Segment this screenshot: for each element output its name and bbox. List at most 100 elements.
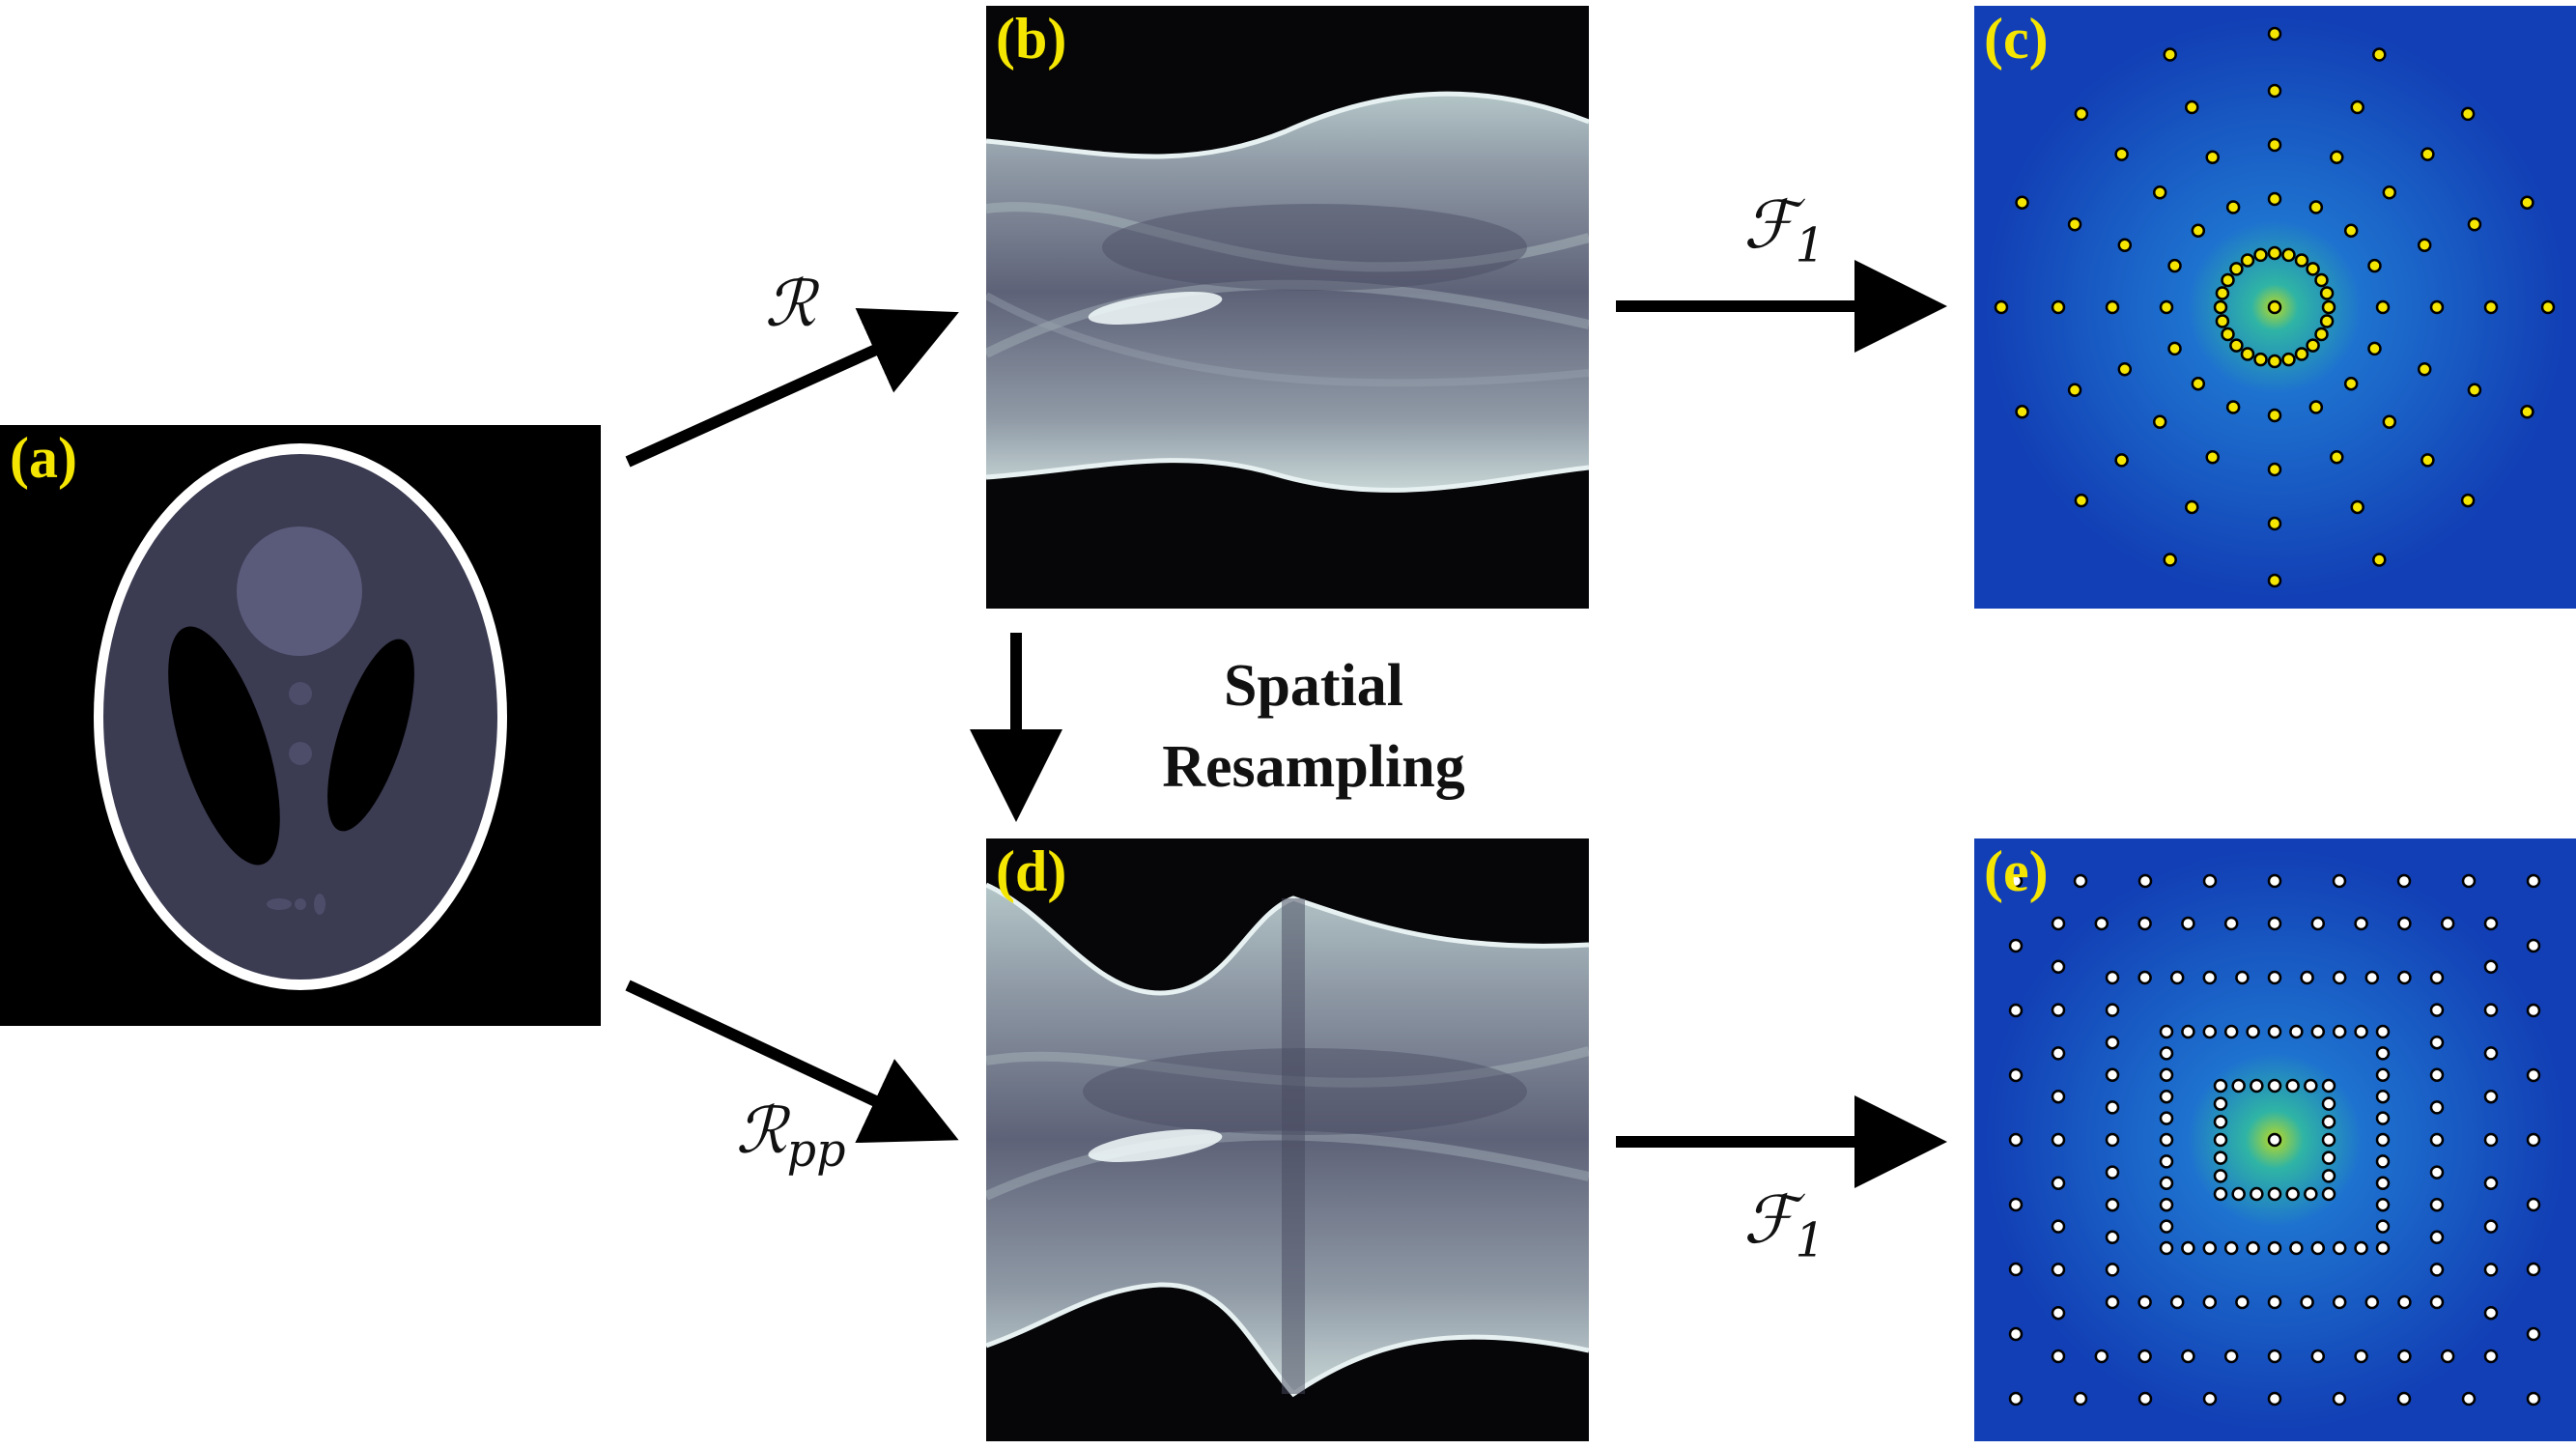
cartesian-sample-point (2461, 1391, 2477, 1406)
polar-sample-point (2221, 327, 2235, 342)
polar-sample-point (2051, 299, 2066, 315)
cartesian-sample-point (2008, 873, 2024, 889)
cartesian-sample-point (2354, 916, 2368, 931)
polar-sample-point (2520, 195, 2534, 210)
panel-c-label: (c) (1984, 7, 2049, 71)
cartesian-sample-point (2429, 1230, 2445, 1245)
cartesian-sample-point (2321, 1169, 2336, 1183)
polar-sample-point (2267, 516, 2282, 531)
spatial-resampling-line2: Resampling (1162, 734, 1465, 801)
cartesian-sample-point (2246, 1024, 2260, 1039)
spatial-resampling-caption: Spatial Resampling (1111, 645, 1516, 809)
cartesian-sample-point (2159, 1111, 2174, 1125)
cartesian-sample-point (2321, 1132, 2336, 1148)
polar-sample-point (2267, 299, 2282, 315)
cartesian-sample-point (2429, 1165, 2445, 1179)
cartesian-sample-point (2375, 1219, 2391, 1234)
cartesian-sample-point (2137, 970, 2152, 985)
fourier-operator-bottom-label: ℱ1 (1743, 1182, 1826, 1268)
cartesian-sample-point (2008, 1391, 2024, 1406)
cartesian-sample-point (2223, 1349, 2239, 1364)
polar-sample-point (2240, 347, 2255, 361)
phantom-upper-region (237, 526, 362, 656)
polar-spectrum-panel: (c) (1974, 6, 2576, 609)
polar-sample-point (2114, 147, 2129, 161)
cartesian-sample-point (2202, 1391, 2218, 1406)
sinogram-band (986, 94, 1589, 491)
cartesian-sample-point (2429, 1035, 2445, 1050)
polar-sample-point (2382, 414, 2397, 430)
cartesian-sample-point (2105, 1165, 2120, 1179)
cartesian-sample-point (2223, 1240, 2239, 1256)
cartesian-sample-point (2073, 873, 2088, 889)
cartesian-sample-point (2397, 1294, 2412, 1310)
cartesian-sample-point (2267, 1240, 2282, 1256)
cartesian-sample-point (2526, 1067, 2541, 1083)
polar-sample-point (2382, 185, 2397, 200)
radon-operator-label: ℛ (765, 267, 816, 341)
cartesian-sample-point (2321, 1096, 2336, 1111)
cartesian-sample-point (2137, 916, 2152, 931)
polar-sample-point (2267, 462, 2282, 477)
cartesian-sample-point (2483, 916, 2499, 931)
polar-sample-point (2343, 223, 2359, 239)
resampled-sinogram-image (986, 838, 1589, 1441)
polar-sample-point (2375, 299, 2391, 315)
cartesian-sample-point (2364, 970, 2380, 985)
cartesian-sample-point (2213, 1096, 2228, 1111)
cartesian-sample-point (2289, 1240, 2304, 1256)
polar-sample-point (2159, 299, 2174, 315)
sinogram-image (986, 6, 1589, 609)
cartesian-sample-point (2051, 1305, 2066, 1321)
fourier-operator-top-label: ℱ1 (1743, 187, 1826, 273)
polar-sample-point (2229, 338, 2244, 353)
cartesian-sample-point (2375, 1132, 2391, 1148)
cartesian-sample-point (2246, 1240, 2260, 1256)
polar-sample-point (2483, 299, 2499, 315)
polar-sample-point (2152, 185, 2167, 200)
cartesian-sample-point (2008, 1067, 2024, 1083)
polar-sample-point (2185, 499, 2199, 515)
cartesian-sample-point (2526, 938, 2541, 953)
cartesian-sample-point (2213, 1078, 2228, 1094)
cartesian-sample-point (2051, 1263, 2066, 1277)
cartesian-sample-point (2213, 1169, 2228, 1183)
polar-sample-point (2215, 286, 2230, 300)
arrow-a-to-b (625, 307, 959, 468)
cartesian-sample-point (2235, 1294, 2250, 1310)
cartesian-sample-point (2105, 1035, 2120, 1050)
arrow-a-to-d (625, 980, 959, 1144)
cartesian-sample-point (2051, 959, 2066, 975)
cartesian-sample-point (2285, 1078, 2300, 1094)
cartesian-sample-point (2429, 1100, 2445, 1115)
cartesian-sample-point (2213, 1151, 2228, 1165)
cartesian-sample-point (2300, 970, 2314, 985)
cartesian-sample-point (2429, 1294, 2445, 1310)
polar-sample-point (2350, 99, 2364, 115)
cartesian-sample-point (2159, 1067, 2174, 1083)
phantom-image (0, 425, 601, 1026)
cartesian-sample-point (2181, 1024, 2195, 1039)
cartesian-sample-point (2267, 1024, 2282, 1039)
cartesian-sample-point (2461, 873, 2477, 889)
cartesian-sample-point (2267, 1078, 2282, 1094)
cartesian-sample-point (2137, 1294, 2152, 1310)
polar-sample-point (2067, 217, 2082, 232)
cartesian-sample-point (2159, 1154, 2174, 1169)
cartesian-sample-point (2267, 970, 2282, 985)
cartesian-sample-point (2267, 1349, 2282, 1364)
cartesian-sample-point (2332, 873, 2347, 889)
polar-sample-point (2330, 150, 2344, 165)
cartesian-sample-point (2526, 1391, 2541, 1406)
cartesian-sample-point (2483, 1046, 2499, 1061)
polar-sample-point (2308, 400, 2324, 414)
cartesian-sample-point (2310, 1024, 2326, 1039)
cartesian-sample-point (2321, 1186, 2336, 1202)
polar-sample-point (2267, 83, 2282, 99)
polar-sample-point (2267, 354, 2282, 369)
cartesian-sample-point (2440, 1349, 2455, 1364)
polar-sample-point (2253, 352, 2268, 367)
cartesian-sample-point (2231, 1078, 2246, 1094)
cartesian-sample-point (2310, 1240, 2326, 1256)
cartesian-sample-point (2429, 1197, 2445, 1212)
